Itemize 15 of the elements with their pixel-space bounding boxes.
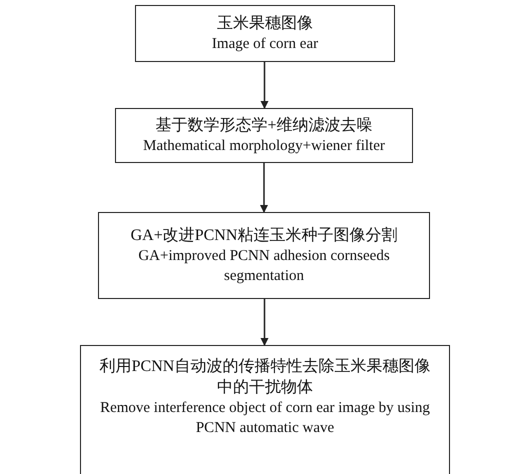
english-text: Image of corn ear <box>212 35 318 54</box>
arrow <box>260 299 268 346</box>
english-text: Remove interference object of corn ear image by using PCNN automatic wave <box>99 399 431 438</box>
process-box <box>80 345 450 474</box>
process-box <box>98 212 430 299</box>
process-box <box>135 5 395 62</box>
chinese-text: GA+改进PCNN粘连玉米种子图像分割 <box>130 226 398 246</box>
chinese-text: 基于数学形态学+维纳滤波去噪 <box>155 116 373 136</box>
english-text: Mathematical morphology+wiener filter <box>143 137 385 156</box>
chinese-text: 利用PCNN自动波的传播特性去除玉米果穗图像中的干扰物体 <box>98 356 432 398</box>
arrow <box>260 163 268 213</box>
arrow <box>260 62 268 109</box>
process-box <box>115 108 413 163</box>
chinese-text: 玉米果穗图像 <box>217 14 313 34</box>
english-text: GA+improved PCNN adhesion cornseeds segmentation <box>137 247 391 286</box>
